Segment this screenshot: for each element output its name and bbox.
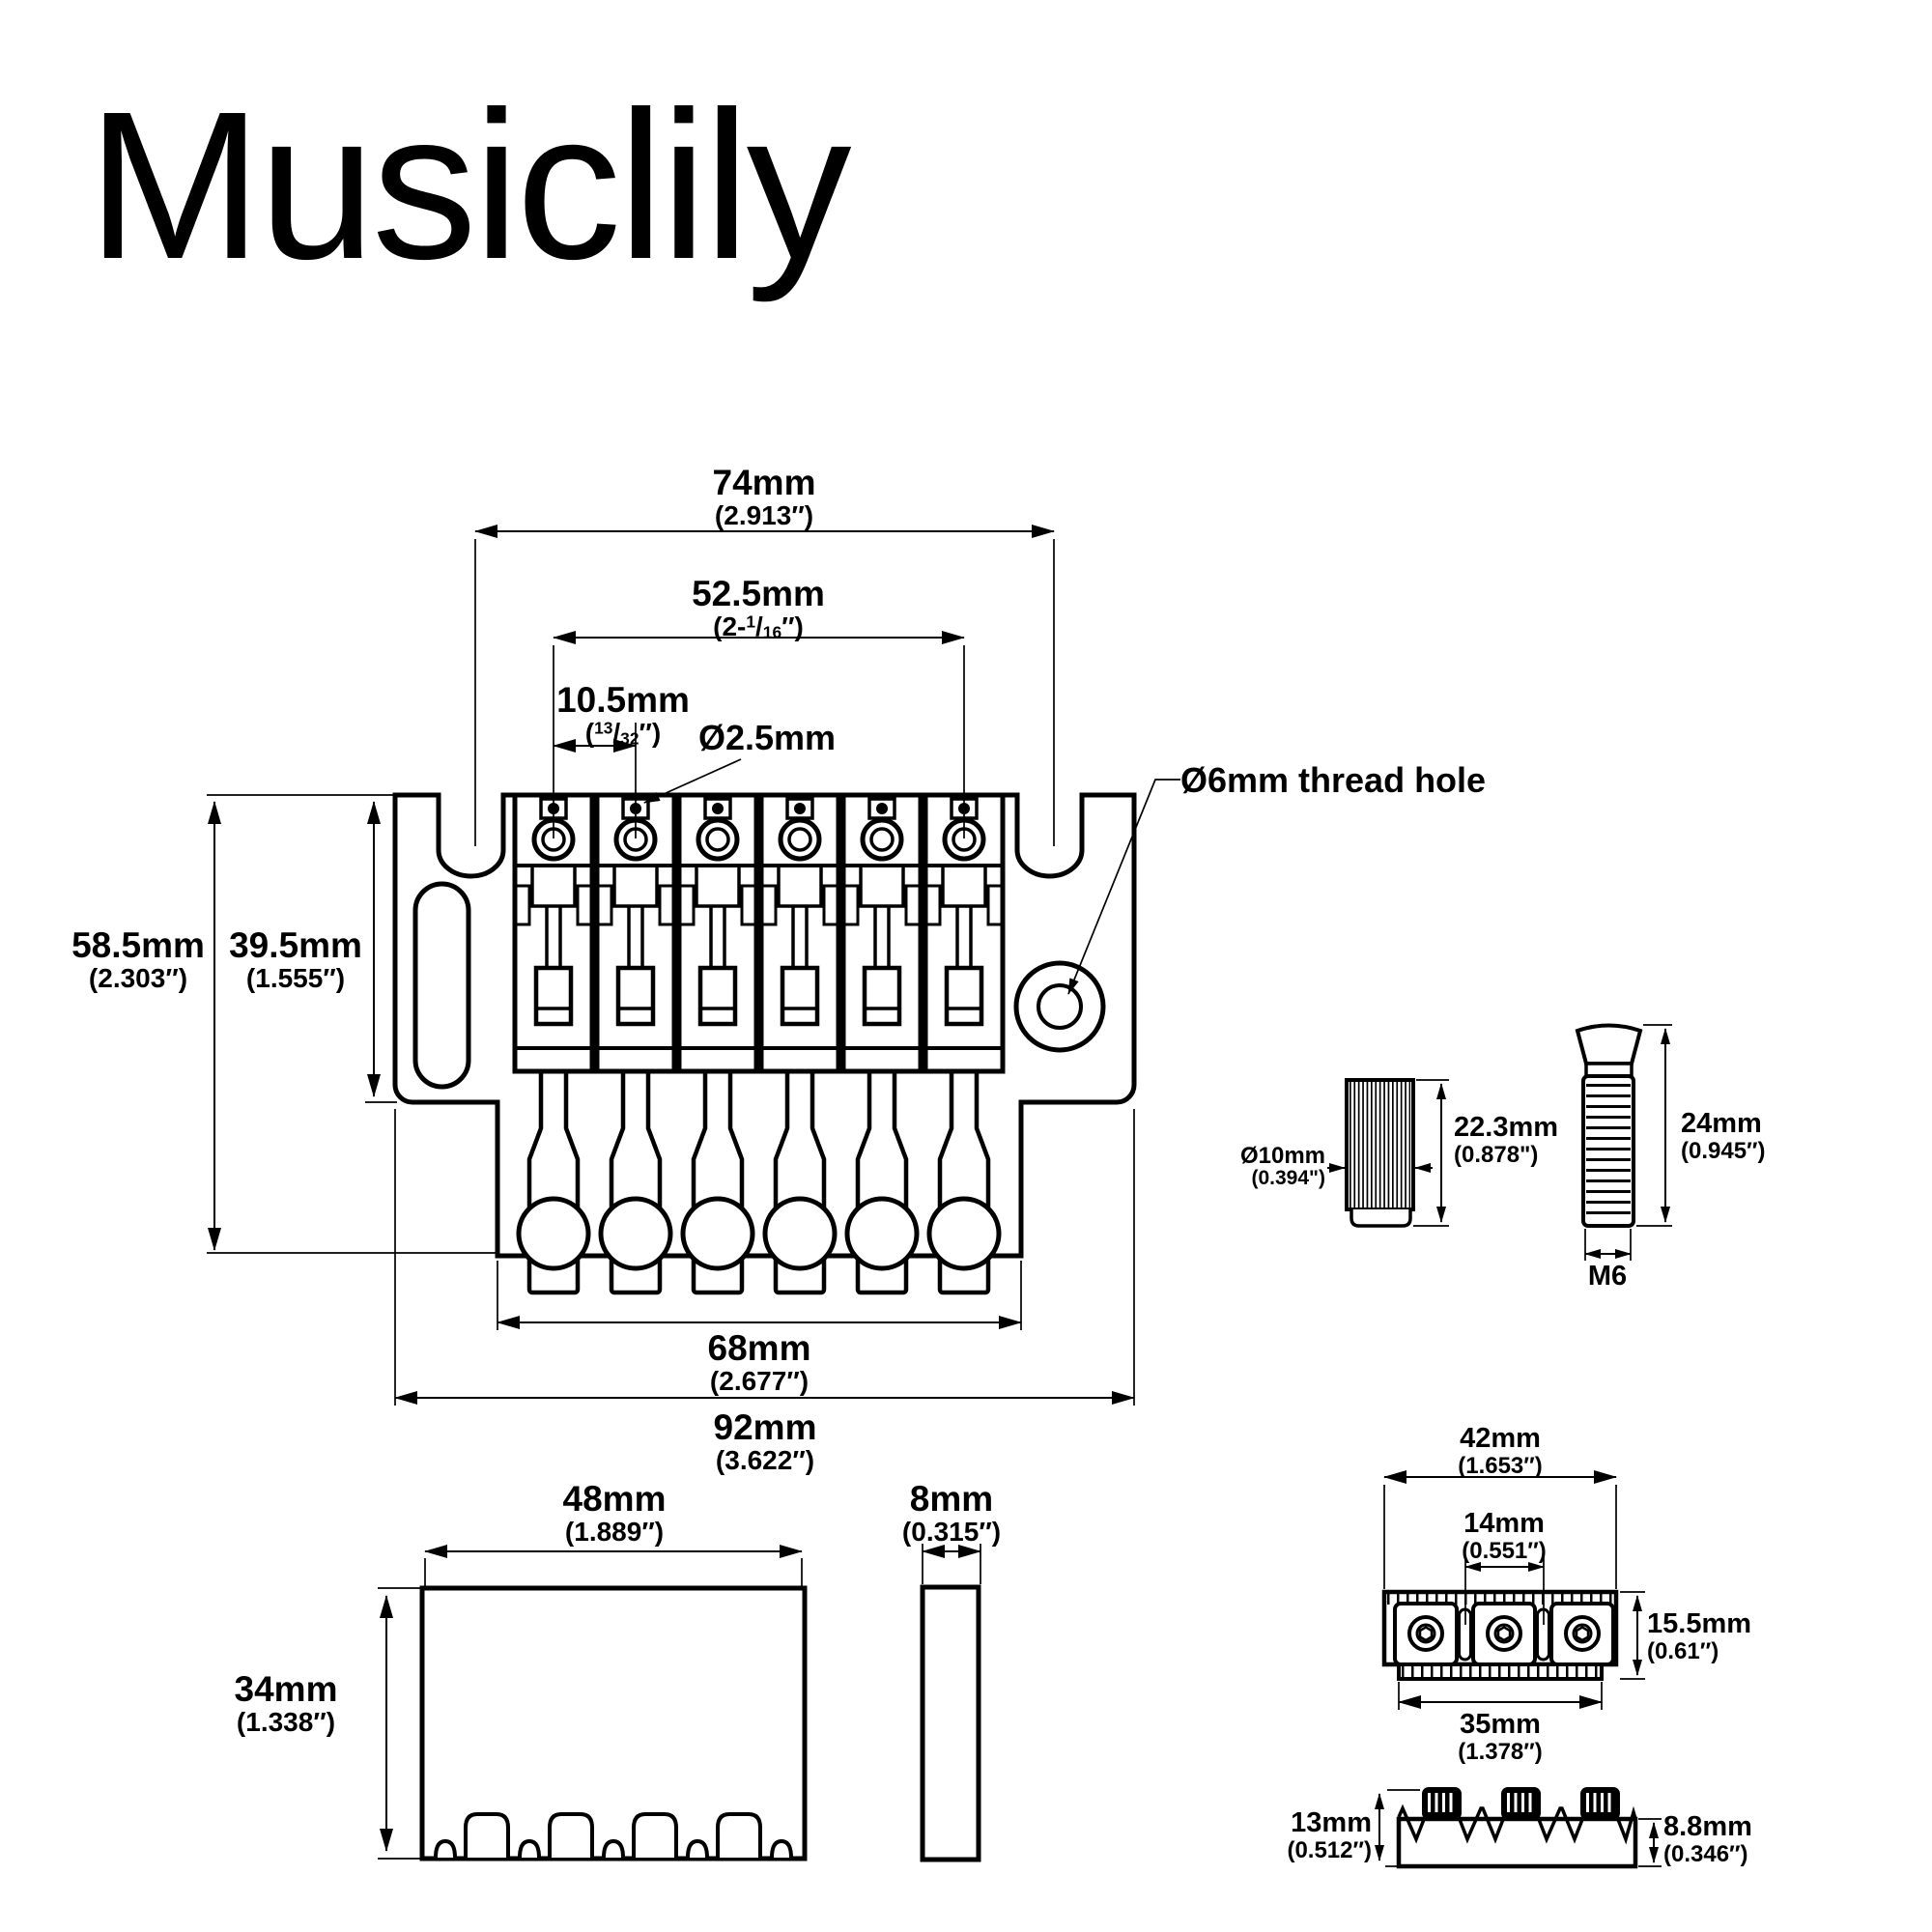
- dim-nut-35mm: 35mm (1.378″): [1458, 1709, 1543, 1765]
- dim-92mm: 92mm (3.622″): [713, 1407, 817, 1476]
- locking-nut-side-drawing: [1375, 1787, 1662, 1869]
- dim-74mm: 74mm (2.913″): [712, 463, 816, 531]
- saddles: [515, 795, 1003, 1071]
- thread-hole-leader: [1067, 779, 1180, 995]
- screw-thread-label: M6: [1587, 1261, 1628, 1292]
- locking-nut-top-drawing: [1381, 1470, 1645, 1710]
- brand-logo: Musiclily: [87, 69, 852, 303]
- dim-10-5mm: 10.5mm (13/32″): [556, 680, 690, 749]
- dim-58-5mm: 58.5mm (2.303″): [71, 925, 205, 994]
- dim-nut-15-5mm: 15.5mm (0.61″): [1647, 1608, 1752, 1664]
- dim-insert-length: 22.3mm (0.878"): [1454, 1112, 1559, 1168]
- callout-string-hole: Ø2.5mm: [697, 718, 837, 757]
- dim-68mm: 68mm (2.677″): [707, 1328, 811, 1397]
- string-hole-leader: [643, 758, 742, 804]
- sustain-block-side-drawing: [920, 1544, 981, 1862]
- dim-nut-14mm: 14mm (0.551″): [1462, 1508, 1547, 1564]
- dim-nut-13mm: 13mm (0.512″): [1287, 1807, 1372, 1863]
- dim-nut-8-8mm: 8.8mm (0.346″): [1663, 1811, 1752, 1867]
- plate-oval-slot: [412, 881, 471, 1090]
- screw-drawing: [1575, 1023, 1672, 1261]
- thread-hole-inner: [1037, 983, 1083, 1030]
- dim-8mm: 8mm (0.315″): [901, 1479, 1002, 1548]
- dim-48mm: 48mm (1.889″): [562, 1479, 667, 1548]
- callout-thread-hole: Ø6mm thread hole: [1180, 760, 1487, 800]
- dim-insert-diameter: Ø10mm (0.394"): [1239, 1143, 1325, 1190]
- dim-52-5mm: 52.5mm (2-1/16″): [692, 574, 825, 642]
- dim-39-5mm: 39.5mm (1.555″): [229, 925, 362, 994]
- dim-34mm: 34mm (1.338″): [234, 1669, 338, 1738]
- sustain-block-front-drawing: [378, 1545, 808, 1861]
- dim-nut-42mm: 42mm (1.653″): [1458, 1423, 1543, 1479]
- dim-screw-length: 24mm (0.945″): [1681, 1108, 1766, 1164]
- insert-drawing: [1327, 1078, 1449, 1228]
- bridge-dimension-lines: [207, 525, 1180, 1406]
